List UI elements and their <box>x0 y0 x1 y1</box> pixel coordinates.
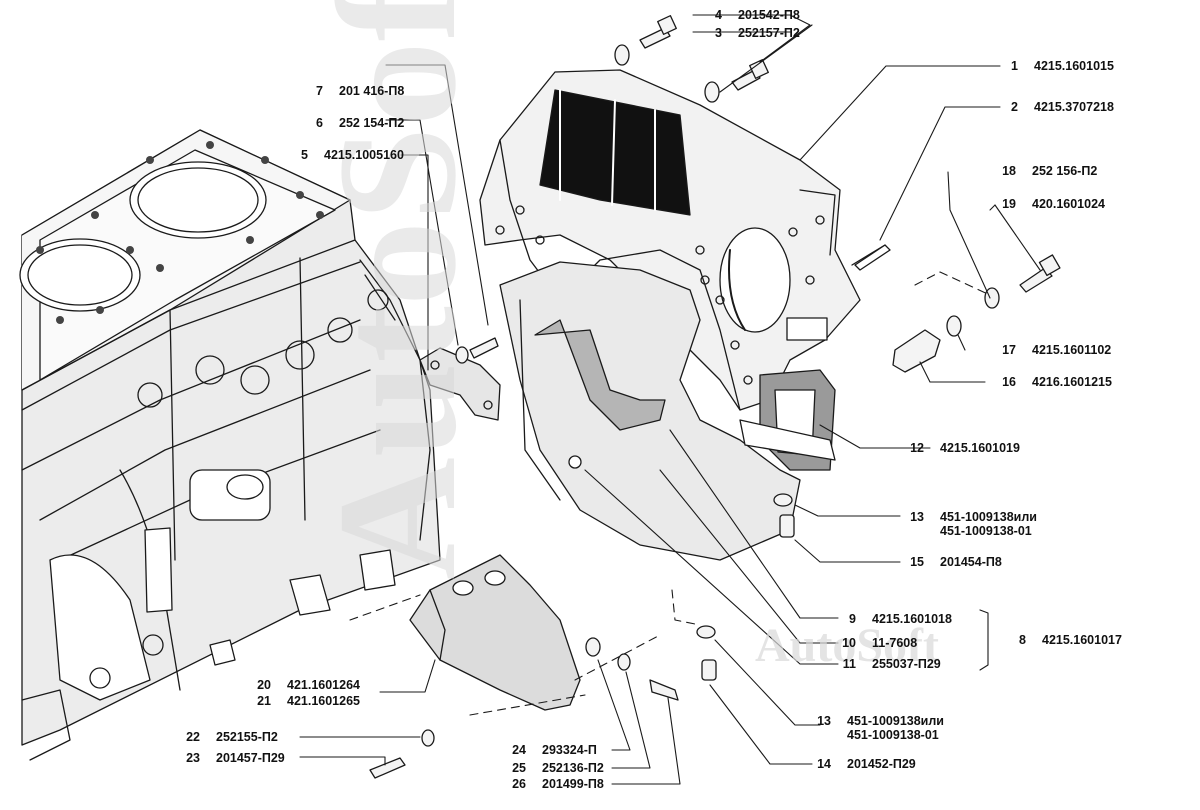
bracket-5 <box>419 347 501 421</box>
clutch-housing <box>479 69 891 411</box>
fasteners <box>369 15 1061 779</box>
leader-lines <box>299 14 1041 785</box>
engine-block <box>19 129 441 761</box>
bracket-20-21 <box>409 554 581 711</box>
flywheel-cover <box>499 261 836 561</box>
